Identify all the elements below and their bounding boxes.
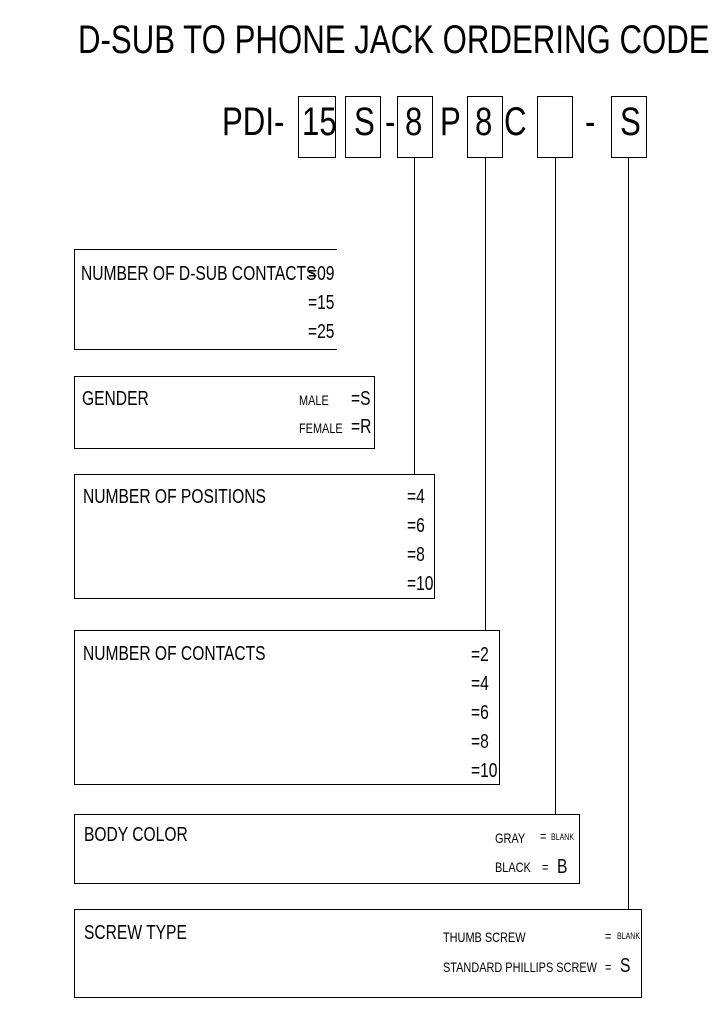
code-segment-contacts-box (467, 96, 503, 158)
option-name: BLACK (495, 859, 531, 875)
panel-gender: GENDER MALE =S FEMALE =R (74, 376, 375, 449)
panel-label: NUMBER OF CONTACTS (83, 643, 266, 665)
code-dash: - (385, 100, 396, 144)
option-value: =10 (407, 573, 434, 595)
connector-line-contacts (485, 158, 486, 630)
option-value: =15 (308, 292, 335, 314)
option-code: B (557, 856, 568, 878)
option-value: =25 (308, 321, 335, 343)
option-code: BLANK (617, 931, 641, 941)
panel-label: SCREW TYPE (84, 922, 187, 944)
option-value: =09 (308, 263, 335, 285)
option-eq: = (542, 859, 549, 875)
panel-label: NUMBER OF POSITIONS (83, 486, 266, 508)
option-value: =8 (471, 731, 489, 753)
code-segment-contacts: 8 (475, 100, 493, 144)
panel-screw-type: SCREW TYPE THUMB SCREW = BLANK STANDARD … (74, 909, 642, 998)
option-eq: = (605, 928, 612, 944)
option-name: STANDARD PHILLIPS SCREW (443, 959, 597, 975)
code-prefix: PDI- (222, 100, 285, 144)
code-segment-screw: S (620, 100, 641, 144)
option-name: THUMB SCREW (443, 929, 526, 945)
connector-line-positions (414, 158, 415, 474)
connector-line-body-color (555, 158, 556, 814)
option-eq: = (605, 959, 612, 975)
code-segment-gender-box (345, 96, 381, 158)
code-segment-dsub-contacts-box (298, 96, 336, 158)
code-segment-color-box (537, 96, 573, 158)
panel-dsub-contacts: NUMBER OF D-SUB CONTACTS =09 =15 =25 (74, 249, 337, 350)
code-segment-positions-box (397, 96, 433, 158)
option-code: S (620, 955, 631, 977)
code-letter-p: P (440, 100, 461, 144)
option-value: =2 (471, 644, 489, 666)
option-value: =8 (407, 544, 425, 566)
option-value: =6 (407, 515, 425, 537)
code-segment-positions: 8 (405, 100, 423, 144)
panel-label: NUMBER OF D-SUB CONTACTS (81, 263, 317, 285)
panel-positions: NUMBER OF POSITIONS =4 =6 =8 =10 (74, 474, 435, 599)
code-letter-c: C (504, 100, 527, 144)
option-code: BLANK (551, 832, 575, 842)
connector-line-screw-type (628, 158, 629, 910)
option-value: =6 (471, 702, 489, 724)
option-name: FEMALE (299, 420, 343, 436)
option-code: =S (351, 388, 371, 410)
panel-label: BODY COLOR (84, 824, 188, 846)
code-segment-gender: S (354, 100, 375, 144)
panel-contacts: NUMBER OF CONTACTS =2 =4 =6 =8 =10 (74, 630, 500, 785)
option-name: GRAY (495, 830, 526, 846)
panel-body-color: BODY COLOR GRAY = BLANK BLACK = B (74, 814, 580, 884)
option-name: MALE (299, 392, 329, 408)
code-segment-screw-box (611, 96, 647, 158)
page-title: D-SUB TO PHONE JACK ORDERING CODE (78, 18, 710, 62)
panel-label: GENDER (82, 388, 149, 410)
option-value: =4 (407, 486, 425, 508)
option-code: =R (351, 416, 372, 438)
option-value: =4 (471, 673, 489, 695)
code-dash: - (585, 100, 596, 144)
option-value: =10 (471, 760, 498, 782)
option-eq: = (540, 828, 547, 844)
code-segment-dsub-contacts: 15 (302, 100, 337, 144)
